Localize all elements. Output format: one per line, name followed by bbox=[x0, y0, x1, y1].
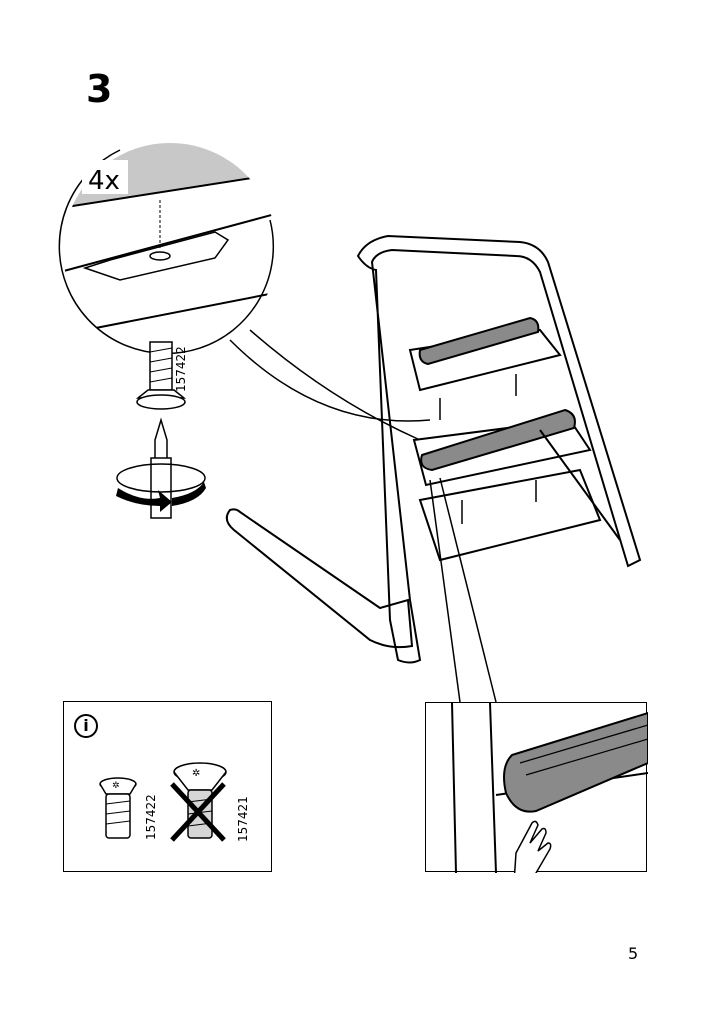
page-number: 5 bbox=[628, 944, 639, 963]
step-number: 3 bbox=[86, 67, 113, 111]
hand-icon bbox=[513, 820, 552, 873]
screw-comparison: ✲ ✲ bbox=[99, 762, 227, 842]
part-number: 157422 bbox=[174, 346, 188, 392]
leader-line bbox=[439, 477, 497, 703]
step-stool-illustration bbox=[225, 234, 642, 664]
svg-text:✲: ✲ bbox=[192, 768, 200, 779]
stool-screws bbox=[439, 374, 537, 524]
quantity-label: 4x bbox=[88, 166, 120, 196]
svg-text:✲: ✲ bbox=[112, 781, 120, 791]
detail-box bbox=[425, 702, 648, 873]
screw-icon bbox=[135, 341, 187, 410]
quantity-backdrop bbox=[82, 160, 128, 194]
correct-screw-icon: ✲ bbox=[99, 777, 137, 839]
step-edge-detail bbox=[451, 703, 648, 873]
leader-line bbox=[429, 479, 461, 703]
info-box: i ✲ ✲ 157422 157421 bbox=[63, 701, 272, 872]
wrong-part-number: 157421 bbox=[236, 796, 250, 842]
screwdriver-icon bbox=[116, 417, 206, 519]
correct-part-number: 157422 bbox=[144, 794, 158, 840]
info-icon: i bbox=[74, 714, 98, 738]
wrong-screw-icon: ✲ bbox=[170, 762, 227, 842]
